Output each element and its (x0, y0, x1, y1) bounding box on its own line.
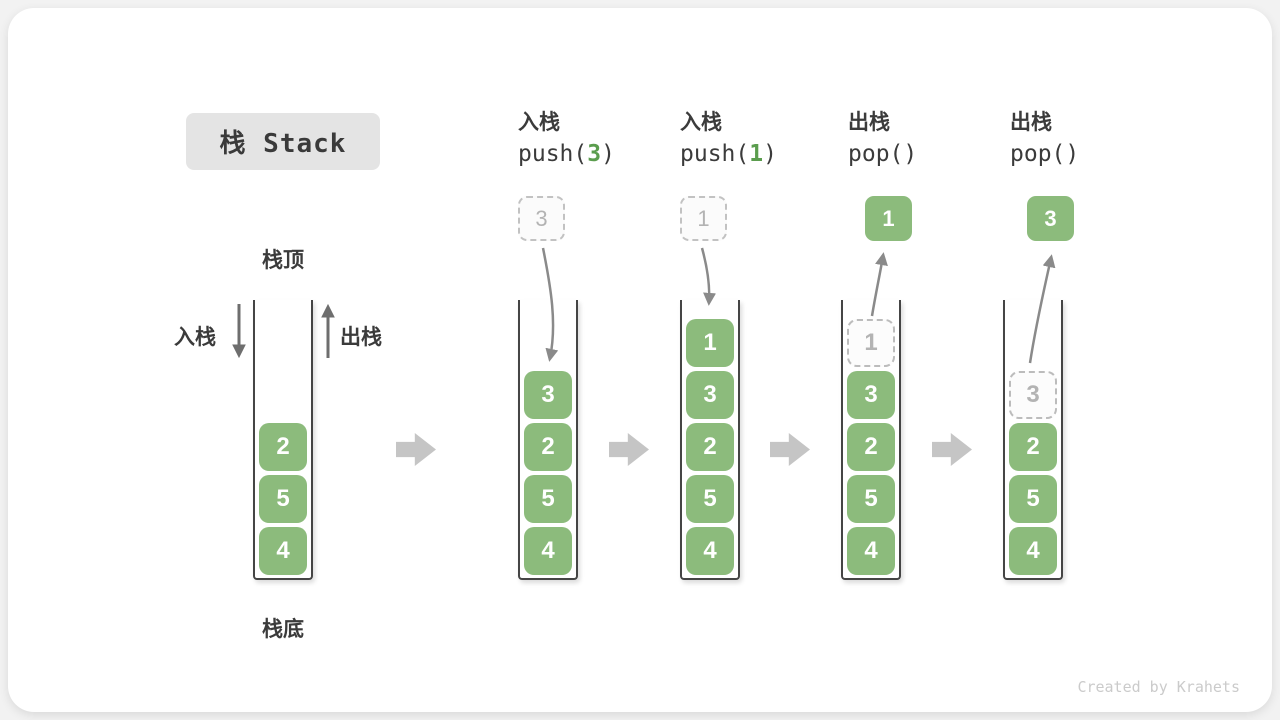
floating-value-solid: 1 (865, 196, 912, 241)
code-text: ) (601, 141, 615, 167)
stack-cell: 5 (847, 475, 895, 523)
stage-op-label: 入栈 (680, 111, 722, 134)
code-text: pop() (848, 141, 918, 167)
stack-cell-ghost: 3 (1009, 371, 1057, 419)
stack-cell: 2 (524, 423, 572, 471)
next-step-arrow-icon (932, 433, 972, 466)
stack-cell: 2 (259, 423, 307, 471)
stack-cell: 5 (524, 475, 572, 523)
next-step-arrow-icon (609, 433, 649, 466)
stack-cell: 4 (847, 527, 895, 575)
push1-curve-arrow-icon (700, 247, 717, 306)
stage-op-label: 入栈 (518, 111, 560, 134)
stage-code-label: push(1) (680, 141, 777, 167)
title-badge: 栈 Stack (186, 113, 380, 170)
next-step-arrow-icon (770, 433, 810, 466)
code-text: push( (518, 141, 588, 167)
code-arg: 3 (587, 141, 602, 167)
stack-top-label: 栈顶 (262, 249, 304, 272)
code-text: push( (680, 141, 750, 167)
stack-cell: 4 (259, 527, 307, 575)
stage-op-label: 出栈 (1010, 111, 1052, 134)
stack-cell: 4 (524, 527, 572, 575)
push-side-label: 入栈 (174, 326, 216, 349)
next-step-arrow-icon (396, 433, 436, 466)
stage-code-label: pop() (1010, 141, 1079, 167)
stack-cell: 3 (524, 371, 572, 419)
stack-bottom-label: 栈底 (262, 618, 304, 641)
stack-cell: 2 (686, 423, 734, 471)
stack-cell: 4 (686, 527, 734, 575)
stage-code-label: pop() (848, 141, 917, 167)
pop-side-label: 出栈 (340, 326, 382, 349)
credit-text: Created by Krahets (1077, 678, 1240, 696)
stack-cell: 5 (686, 475, 734, 523)
floating-value-dashed: 1 (680, 196, 727, 241)
stack-cell: 4 (1009, 527, 1057, 575)
stack-cell: 2 (847, 423, 895, 471)
stack-cell-ghost: 1 (847, 319, 895, 367)
code-text: pop() (1010, 141, 1080, 167)
stack-cell: 5 (1009, 475, 1057, 523)
stage-code-label: push(3) (518, 141, 615, 167)
stack-cell: 5 (259, 475, 307, 523)
stack-cell: 3 (847, 371, 895, 419)
code-text: ) (763, 141, 777, 167)
stack-cell: 1 (686, 319, 734, 367)
code-arg: 1 (749, 141, 764, 167)
stack-cell: 2 (1009, 423, 1057, 471)
floating-value-solid: 3 (1027, 196, 1074, 241)
floating-value-dashed: 3 (518, 196, 565, 241)
stack-cell: 3 (686, 371, 734, 419)
stage-op-label: 出栈 (848, 111, 890, 134)
